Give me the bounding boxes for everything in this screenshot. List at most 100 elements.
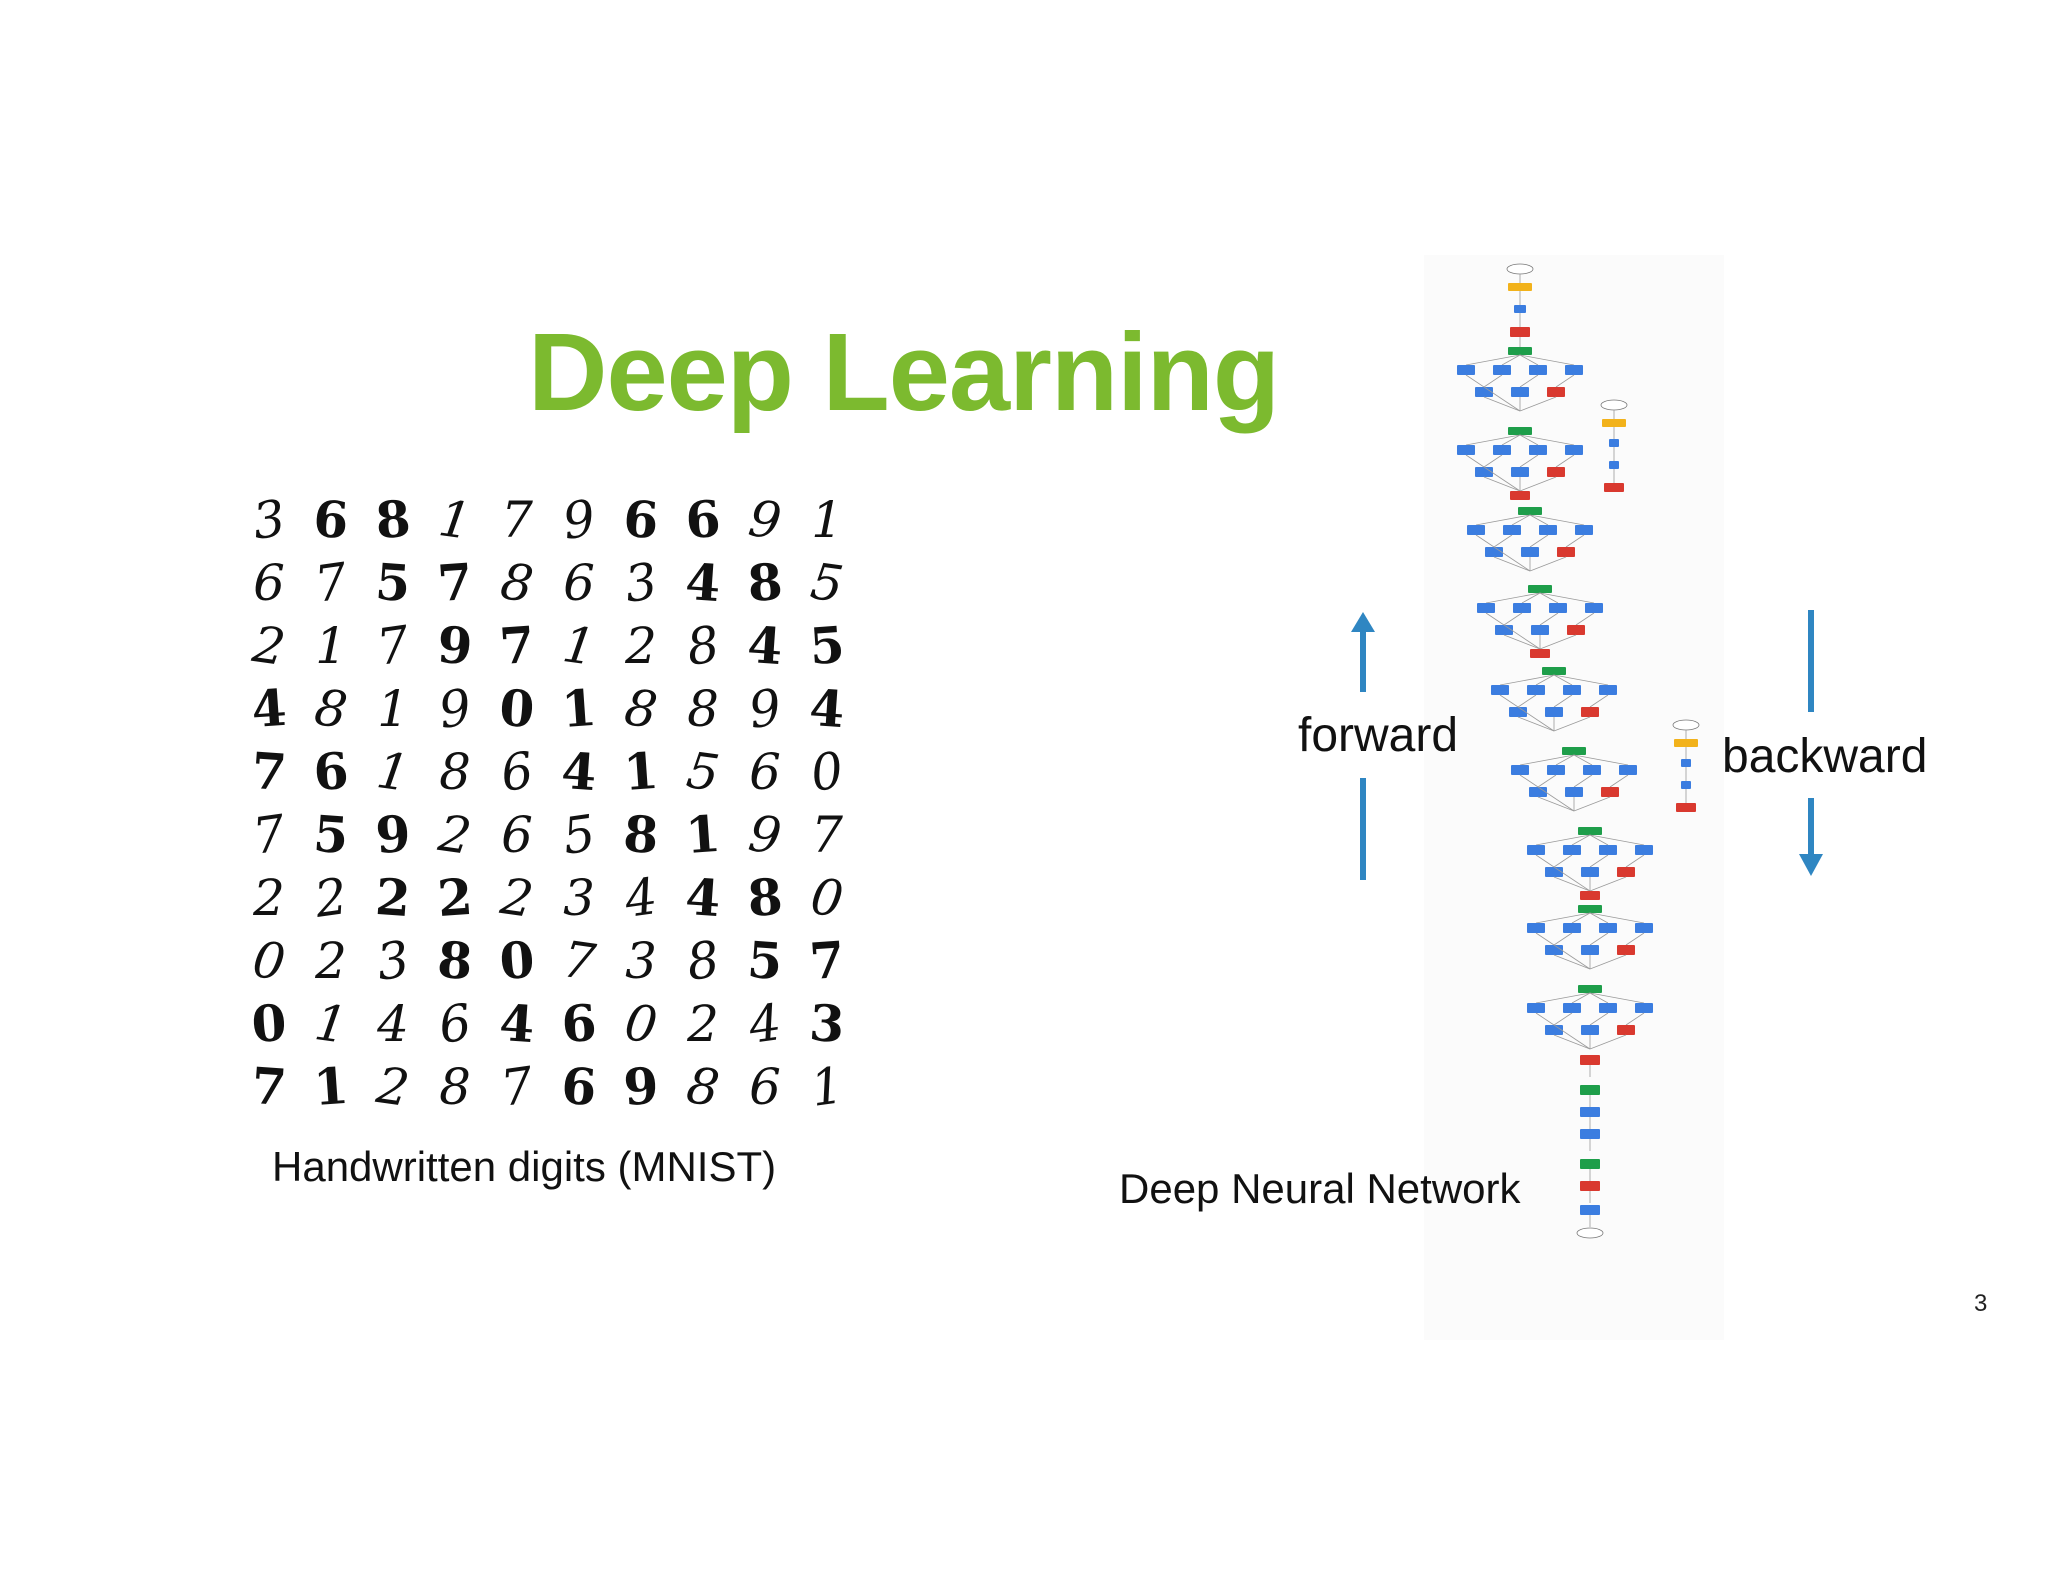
mnist-digit: 1 [311, 1055, 351, 1117]
mnist-digit: 7 [501, 490, 533, 549]
mnist-digit: 7 [249, 740, 289, 802]
network-edge [1535, 932, 1591, 970]
mnist-digit: 8 [683, 1055, 723, 1118]
depthconcat-layer [1578, 827, 1602, 835]
network-edge [1499, 674, 1555, 686]
conv-layer [1475, 467, 1493, 477]
network-edge [1573, 774, 1593, 788]
mnist-digit: 5 [683, 740, 723, 803]
conv-layer [1565, 445, 1583, 455]
conv-layer [1599, 923, 1617, 933]
mnist-digit: 8 [621, 677, 661, 740]
network-edge [1575, 612, 1595, 626]
mnist-digit: 2 [625, 616, 657, 675]
maxpool-layer [1547, 467, 1565, 477]
network-edge [1519, 454, 1539, 468]
conv-layer [1545, 1025, 1563, 1035]
network-edge [1519, 774, 1575, 812]
mnist-digit: 7 [311, 551, 351, 614]
conv-layer [1580, 1107, 1600, 1117]
mnist-digit: 2 [311, 866, 351, 929]
maxpool-layer [1581, 707, 1599, 717]
network-edge [1535, 992, 1591, 1004]
softmax-output-node [1506, 263, 1534, 275]
conv-layer [1563, 685, 1581, 695]
conv-layer [1477, 603, 1495, 613]
maxpool-layer [1580, 1055, 1600, 1065]
mnist-digit: 8 [435, 929, 475, 991]
conv-layer [1529, 365, 1547, 375]
network-edge [1535, 854, 1591, 892]
network-edge [1493, 556, 1531, 572]
maxpool-layer [1617, 945, 1635, 955]
mnist-digit: 6 [683, 488, 723, 550]
conv-layer [1599, 1003, 1617, 1013]
mnist-digit: 1 [311, 992, 351, 1055]
mnist-digit: 1 [315, 616, 347, 675]
mnist-digit: 8 [745, 551, 785, 613]
network-edge [1571, 912, 1591, 924]
conv-layer [1599, 845, 1617, 855]
mnist-digit: 6 [563, 553, 595, 612]
mnist-digit: 5 [311, 803, 351, 865]
network-edge [1535, 674, 1555, 686]
mnist-digit: 6 [497, 740, 537, 803]
mnist-digit: 6 [749, 742, 781, 801]
network-edge [1503, 612, 1523, 626]
mnist-digit: 2 [435, 866, 475, 928]
maxpool-layer [1617, 867, 1635, 877]
depthconcat-layer [1578, 905, 1602, 913]
network-edge [1589, 854, 1609, 868]
mnist-digit: 9 [435, 677, 475, 740]
avgpool-layer [1510, 327, 1530, 337]
network-edge [1475, 514, 1531, 526]
network-edge [1589, 954, 1627, 970]
mnist-digit: 0 [249, 929, 289, 992]
aux-softmax-node [1600, 399, 1628, 411]
mnist-digit: 7 [249, 803, 289, 866]
mnist-digit: 8 [687, 679, 719, 738]
mnist-digit: 2 [315, 931, 347, 990]
mnist-digit: 9 [559, 488, 599, 551]
mnist-digit: 0 [497, 677, 537, 739]
conv-layer [1580, 1129, 1600, 1139]
network-edge [1571, 992, 1591, 1004]
mnist-digit: 2 [497, 866, 537, 929]
network-edge [1565, 534, 1585, 548]
mnist-digit: 3 [625, 931, 657, 990]
network-edge [1589, 694, 1609, 708]
depthconcat-layer [1578, 985, 1602, 993]
maxpool-layer [1580, 1181, 1600, 1191]
network-edge [1589, 1012, 1609, 1026]
conv-layer [1565, 787, 1583, 797]
mnist-digit: 1 [559, 677, 599, 739]
aux-softmax-layer [1674, 739, 1698, 747]
network-edge [1529, 514, 1585, 526]
network-edge [1511, 514, 1531, 526]
network-edge [1555, 374, 1575, 388]
network-edge [1535, 912, 1591, 924]
mnist-digit: 1 [435, 488, 475, 551]
network-edge [1529, 556, 1567, 572]
network-edge [1589, 932, 1609, 946]
maxpool-layer [1580, 891, 1600, 900]
conv-layer [1475, 387, 1493, 397]
mnist-digit: 2 [687, 994, 719, 1053]
conv-layer [1529, 787, 1547, 797]
conv-layer [1635, 923, 1653, 933]
conv-layer [1511, 387, 1529, 397]
mnist-digit: 6 [311, 488, 351, 550]
conv-layer [1527, 685, 1545, 695]
page-number: 3 [1974, 1290, 1988, 1317]
mnist-digit: 8 [745, 866, 785, 928]
mnist-digit: 1 [373, 740, 413, 803]
network-edge [1555, 754, 1575, 766]
conv-layer [1563, 845, 1581, 855]
softmax-layer [1508, 283, 1532, 291]
conv-layer [1491, 685, 1509, 695]
conv-layer [1527, 923, 1545, 933]
fc-layer [1514, 305, 1526, 313]
network-edge [1537, 796, 1575, 812]
conv-layer [1635, 1003, 1653, 1013]
conv-layer [1545, 945, 1563, 955]
